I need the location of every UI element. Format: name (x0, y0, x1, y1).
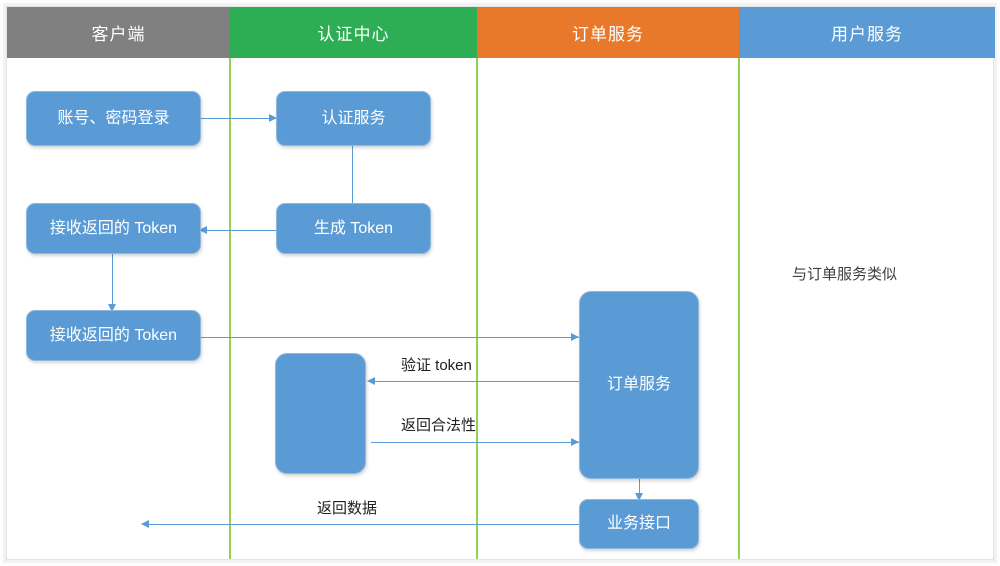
note-user-service: 与订单服务类似 (792, 266, 898, 283)
node-gen-token[interactable]: 生成 Token (276, 203, 431, 254)
connector-businessapi-to-client-arrowhead (141, 520, 149, 528)
lane-header-client-label: 客户端 (91, 25, 146, 44)
node-order-service[interactable]: 订单服务 (579, 291, 699, 479)
lane-header-user-service: 用户服务 (739, 7, 995, 58)
edge-label-return-data: 返回数据 (317, 500, 378, 517)
connector-order-to-businessapi-arrowhead (635, 493, 643, 501)
node-business-api-label: 业务接口 (606, 515, 671, 533)
node-receive-token-1[interactable]: 接收返回的 Token (26, 203, 201, 254)
node-receive-token-1-label: 接收返回的 Token (49, 219, 178, 237)
node-login[interactable]: 账号、密码登录 (26, 91, 201, 146)
lane-header-user-service-label: 用户服务 (831, 25, 903, 44)
node-auth-validator[interactable] (275, 353, 366, 474)
lane-header-order-service-label: 订单服务 (572, 25, 644, 44)
node-gen-token-label: 生成 Token (313, 219, 394, 237)
lane-header-order-service: 订单服务 (477, 7, 739, 58)
node-auth-service[interactable]: 认证服务 (276, 91, 431, 146)
connector-login-to-auth (201, 118, 277, 119)
connector-auth-to-gentoken (352, 146, 353, 210)
node-business-api[interactable]: 业务接口 (579, 499, 699, 549)
connector-gentoken-to-receive1-arrowhead (199, 226, 207, 234)
lane-header-client: 客户端 (7, 7, 230, 58)
connector-order-to-validator (373, 381, 579, 382)
connector-order-to-businessapi (639, 479, 640, 499)
node-receive-token-2[interactable]: 接收返回的 Token (26, 310, 201, 361)
edge-label-verify-token: 验证 token (401, 357, 472, 374)
connector-receive2-to-order (201, 337, 579, 338)
lane-separator-2 (476, 58, 478, 559)
connector-order-to-validator-arrowhead (367, 377, 375, 385)
node-auth-service-label: 认证服务 (321, 109, 386, 127)
connector-receive1-to-receive2 (112, 253, 113, 310)
node-order-service-label: 订单服务 (606, 376, 671, 394)
connector-businessapi-to-client (147, 524, 579, 525)
lane-separator-3 (738, 58, 740, 559)
edge-label-return-validity: 返回合法性 (401, 417, 477, 434)
connector-login-to-auth-arrowhead (269, 114, 277, 122)
connector-validator-to-order-arrowhead (571, 438, 579, 446)
diagram-frame: 客户端 认证中心 订单服务 用户服务 (6, 6, 995, 560)
lane-header-auth-center-label: 认证中心 (317, 25, 390, 44)
node-receive-token-2-label: 接收返回的 Token (49, 326, 178, 344)
connector-validator-to-order (371, 442, 579, 443)
lane-header-auth-center: 认证中心 (230, 7, 477, 58)
node-login-label: 账号、密码登录 (57, 109, 170, 127)
lane-separator-1 (229, 58, 231, 559)
connector-receive2-to-order-arrowhead (571, 333, 579, 341)
connector-receive1-to-receive2-arrowhead (108, 304, 116, 312)
connector-gentoken-to-receive1 (205, 230, 281, 231)
